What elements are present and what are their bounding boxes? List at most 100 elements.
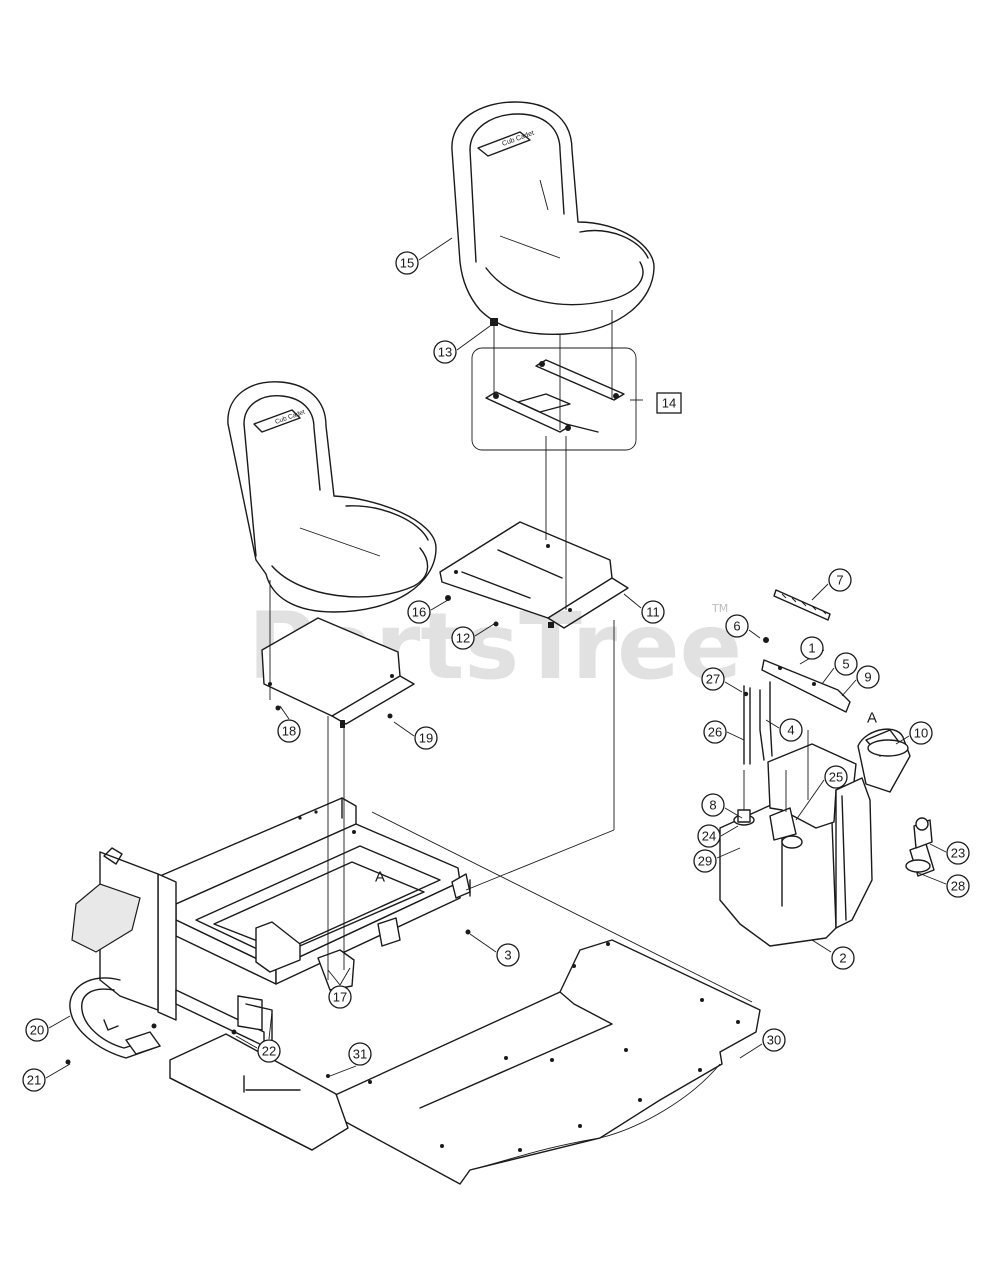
callout-circle [25, 1018, 49, 1042]
callout-circle [946, 874, 970, 898]
seat-pan-front [261, 617, 415, 728]
callout-circle [824, 765, 848, 789]
callout-30: 30 [762, 1028, 786, 1052]
callout-number: 10 [914, 726, 928, 741]
callout-number: 5 [842, 657, 849, 672]
callout-circle [496, 943, 520, 967]
callout-number: 30 [767, 1033, 781, 1048]
callout-7: 7 [828, 568, 852, 592]
callout-circle [834, 652, 858, 676]
callout-number: 18 [282, 724, 296, 739]
callout-number: 21 [27, 1073, 41, 1088]
callout-circle [701, 667, 725, 691]
callout-number: 31 [353, 1047, 367, 1062]
callout-circle [451, 626, 475, 650]
handle-bar [69, 977, 161, 1059]
callout-3: 3 [496, 943, 520, 967]
main-frame [71, 797, 471, 1047]
callout-24: 24 [697, 824, 721, 848]
callout-number: 6 [733, 619, 740, 634]
callout-circle [725, 614, 749, 638]
hardware [65, 318, 769, 1078]
assembly-lines [269, 310, 809, 1003]
callout-box [656, 392, 682, 414]
callout-circle [348, 1042, 372, 1066]
callout-circle [856, 665, 880, 689]
callout-4: 4 [779, 718, 803, 742]
callout-circle [779, 718, 803, 742]
callout-9: 9 [856, 665, 880, 689]
callout-13: 13 [433, 340, 457, 364]
callout-number: 9 [864, 670, 871, 685]
callout-circle [407, 600, 431, 624]
callout-31: 31 [348, 1042, 372, 1066]
seat-pan-rear [439, 521, 629, 629]
callout-number: 20 [30, 1023, 44, 1038]
boxed-callouts: 14 [656, 392, 682, 414]
callout-28: 28 [946, 874, 970, 898]
callout-number: 14 [662, 396, 676, 411]
callout-11: 11 [641, 600, 665, 624]
callout-2: 2 [831, 946, 855, 970]
callout-15: 15 [395, 251, 419, 275]
callout-27: 27 [701, 667, 725, 691]
callout-25: 25 [824, 765, 848, 789]
callout-circle [701, 793, 725, 817]
callout-number: 25 [829, 770, 843, 785]
reference-letters: AA [375, 710, 877, 886]
foot-step [169, 1033, 349, 1151]
callout-number: 13 [438, 345, 452, 360]
callout-number: 28 [951, 879, 965, 894]
callout-number: 11 [646, 605, 660, 620]
callout-26: 26 [703, 720, 727, 744]
callout-circle [277, 719, 301, 743]
callout-circle [697, 824, 721, 848]
floor-platform [319, 939, 761, 1185]
callout-number: 8 [709, 798, 716, 813]
callout-circle [414, 726, 438, 750]
callout-1: 1 [800, 636, 824, 660]
callout-number: 24 [702, 829, 716, 844]
callout-circle [395, 251, 419, 275]
callout-29: 29 [693, 849, 717, 873]
callout-number: 16 [412, 605, 426, 620]
reference-letter-A: A [375, 869, 385, 886]
watermark-trademark: TM [711, 602, 728, 615]
reference-letter-A: A [867, 710, 877, 727]
callout-19: 19 [414, 726, 438, 750]
callout-number: 19 [419, 731, 433, 746]
callout-circle [257, 1039, 281, 1063]
callout-number: 1 [808, 641, 815, 656]
callout-number: 15 [400, 256, 414, 271]
boxed-callout-14: 14 [656, 392, 682, 414]
callout-number: 7 [836, 573, 843, 588]
callout-20: 20 [25, 1018, 49, 1042]
callout-number: 27 [706, 672, 720, 687]
seat-slide-rails [471, 347, 637, 451]
callout-number: 23 [951, 846, 965, 861]
seat-front: Cub Cadet [227, 381, 437, 613]
callout-18: 18 [277, 719, 301, 743]
callout-circle [828, 568, 852, 592]
callout-8: 8 [701, 793, 725, 817]
callout-number: 2 [839, 951, 846, 966]
callout-circle [693, 849, 717, 873]
callout-circle [946, 841, 970, 865]
callout-circle [762, 1028, 786, 1052]
seat-rear: Cub Cadet [451, 101, 655, 336]
callout-number: 17 [333, 990, 347, 1005]
callout-number: 29 [698, 854, 712, 869]
fuel-tank-assembly [719, 589, 935, 947]
callout-number: 12 [456, 631, 470, 646]
callout-10: 10 [909, 721, 933, 745]
callout-number: 26 [708, 725, 722, 740]
callout-number: 22 [262, 1044, 276, 1059]
callout-circle [800, 636, 824, 660]
callout-leaders [45, 237, 947, 1079]
callout-circle [909, 721, 933, 745]
callout-circle [328, 985, 352, 1009]
callout-circle [641, 600, 665, 624]
callout-circle [22, 1068, 46, 1092]
